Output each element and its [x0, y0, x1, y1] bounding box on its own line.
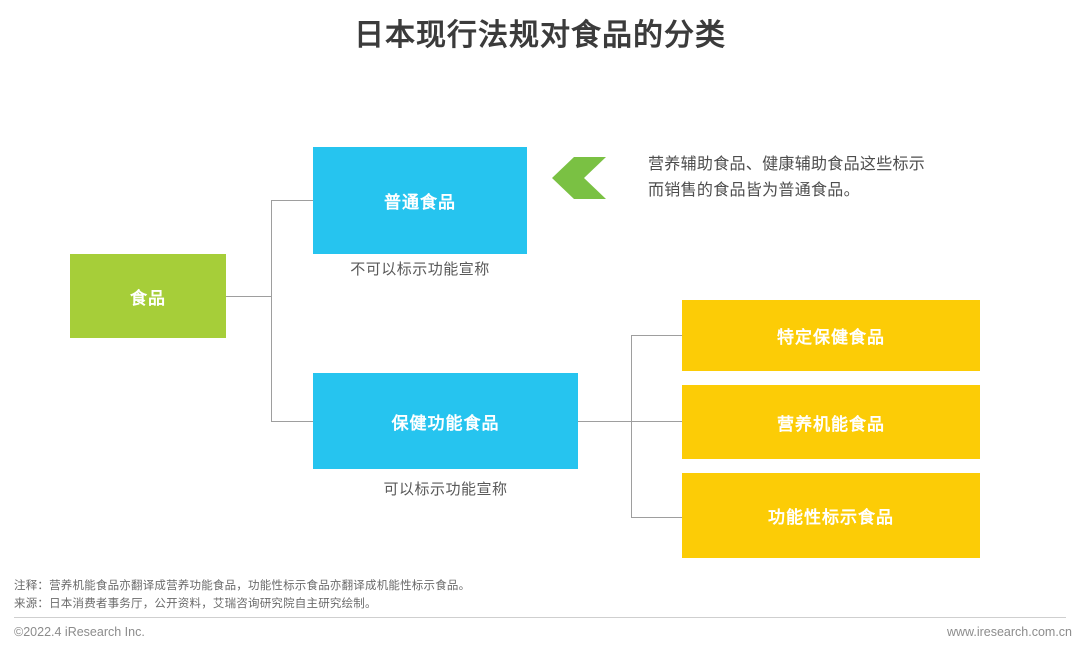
footer-divider — [14, 617, 1066, 618]
connector-left-trunk-vertical — [271, 200, 272, 422]
connector-trunk-to-functional-claim — [631, 517, 683, 518]
node-health-functional-food[interactable]: 保健功能食品 — [313, 373, 578, 469]
page-title: 日本现行法规对食品的分类 — [354, 19, 726, 52]
connector-trunk-to-health-functional-food — [271, 421, 314, 422]
caption-health-functional-food: 可以标示功能宣称 — [383, 481, 508, 498]
footnote-source: 来源：日本消费者事务厅，公开资料，艾瑞咨询研究院自主研究绘制。 — [14, 598, 377, 610]
caption-ordinary-food: 不可以标示功能宣称 — [350, 261, 490, 278]
footnote-note: 注释：营养机能食品亦翻译成营养功能食品，功能性标示食品亦翻译成机能性标示食品。 — [14, 580, 471, 592]
annotation-text: 营养辅助食品、健康辅助食品这些标示 而销售的食品皆为普通食品。 — [648, 152, 1018, 204]
connector-trunk-to-tokutei-hoken — [631, 335, 683, 336]
connector-trunk-to-ordinary-food — [271, 200, 314, 201]
footer-copyright: ©2022.4 iResearch Inc. — [14, 625, 145, 639]
connector-right-trunk-vertical — [631, 335, 632, 518]
annotation-line-2: 而销售的食品皆为普通食品。 — [648, 182, 860, 199]
connector-food-to-trunk — [226, 296, 272, 297]
footer-url: www.iresearch.com.cn — [946, 625, 1072, 639]
node-ordinary-food[interactable]: 普通食品 — [313, 147, 527, 254]
connector-health-functional-food-to-trunk — [578, 421, 632, 422]
left-chevron-arrow-icon — [552, 157, 606, 199]
annotation-line-1: 营养辅助食品、健康辅助食品这些标示 — [648, 156, 926, 173]
node-functional-claim-food[interactable]: 功能性标示食品 — [682, 473, 980, 558]
connector-trunk-to-nutrient-function — [631, 421, 683, 422]
node-food[interactable]: 食品 — [70, 254, 226, 338]
node-tokutei-hoken-food[interactable]: 特定保健食品 — [682, 300, 980, 371]
node-nutrient-function-food[interactable]: 营养机能食品 — [682, 385, 980, 459]
